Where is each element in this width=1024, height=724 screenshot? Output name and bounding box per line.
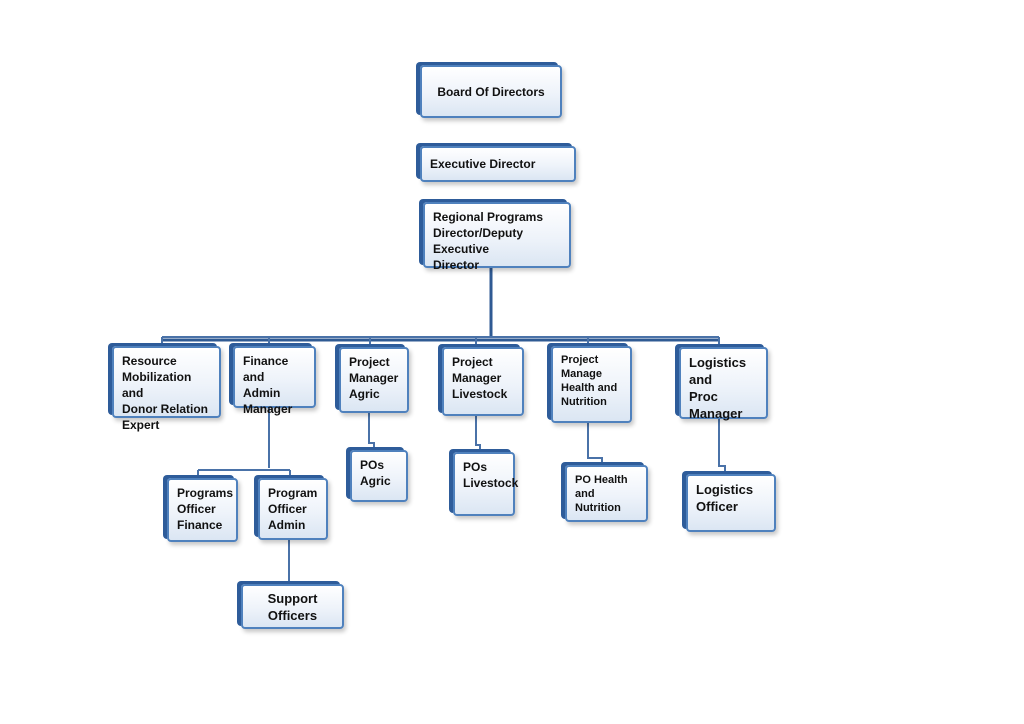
support-officers-box: Support Officers (241, 584, 344, 629)
finance-admin-manager-box: Finance and Admin Manager (233, 346, 316, 416)
project-manager-agric-box: Project Manager Agric (339, 347, 409, 413)
connector-health-to-po (587, 423, 603, 465)
pos-livestock-box: POs Livestock (453, 452, 518, 516)
pos-agric-box: POs Agric (350, 450, 408, 502)
regional-programs-director-box: Regional Programs Director/Deputy Execut… (423, 202, 571, 272)
board-of-directors-box: Board Of Directors (420, 65, 562, 118)
programs-officer-finance-box: Programs Officer Finance (167, 478, 238, 542)
executive-director-box: Executive Director (420, 146, 576, 182)
program-officer-admin-box: Program Officer Admin (258, 478, 328, 540)
project-manage-health-box: Project Manage Health and Nutrition (551, 346, 632, 423)
po-health-nutrition-box: PO Health and Nutrition (565, 465, 648, 522)
resource-mobilization-box: Resource Mobilization and Donor Relation… (112, 346, 221, 432)
project-manager-livestock-box: Project Manager Livestock (442, 347, 524, 416)
connector-livestock-to-pos (475, 416, 481, 452)
connector-agric-to-pos (368, 413, 375, 450)
connector-logistics-to-officer (718, 419, 726, 474)
logistics-proc-manager-box: Logistics and Proc Manager (679, 347, 768, 421)
logistics-officer-box: Logistics Officer (686, 474, 776, 532)
